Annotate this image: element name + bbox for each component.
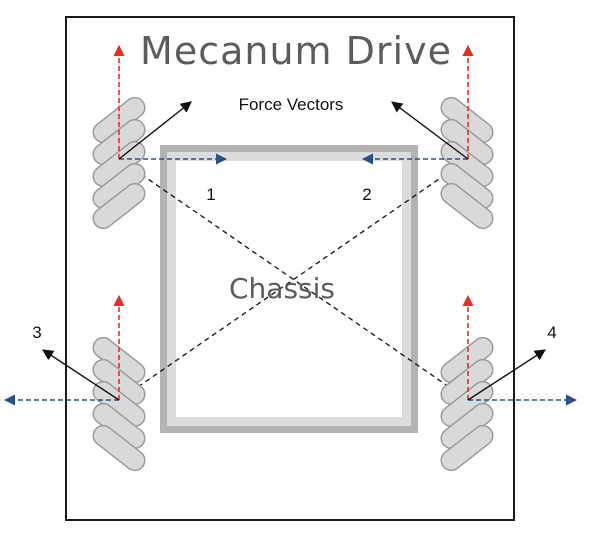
chassis-label: Chassis [229, 272, 335, 305]
resultant-vector-wheel-4 [467, 349, 546, 401]
wheel-3-label: 3 [32, 323, 41, 342]
diagonal-1-4 [118, 158, 469, 401]
chassis [160, 145, 418, 433]
resultant-vector-wheel-3 [42, 349, 120, 401]
wheel-4-label: 4 [547, 323, 556, 342]
diagonal-lines [118, 158, 469, 401]
force-vectors-label: Force Vectors [239, 95, 344, 114]
resultant-vector-wheel-1 [118, 101, 192, 160]
diagram-title: Mecanum Drive [140, 29, 452, 73]
resultant-vector-wheel-2 [391, 101, 469, 160]
diagonal-2-3 [118, 158, 469, 401]
wheel-1-label: 1 [206, 185, 215, 204]
wheel-2-label: 2 [362, 185, 371, 204]
